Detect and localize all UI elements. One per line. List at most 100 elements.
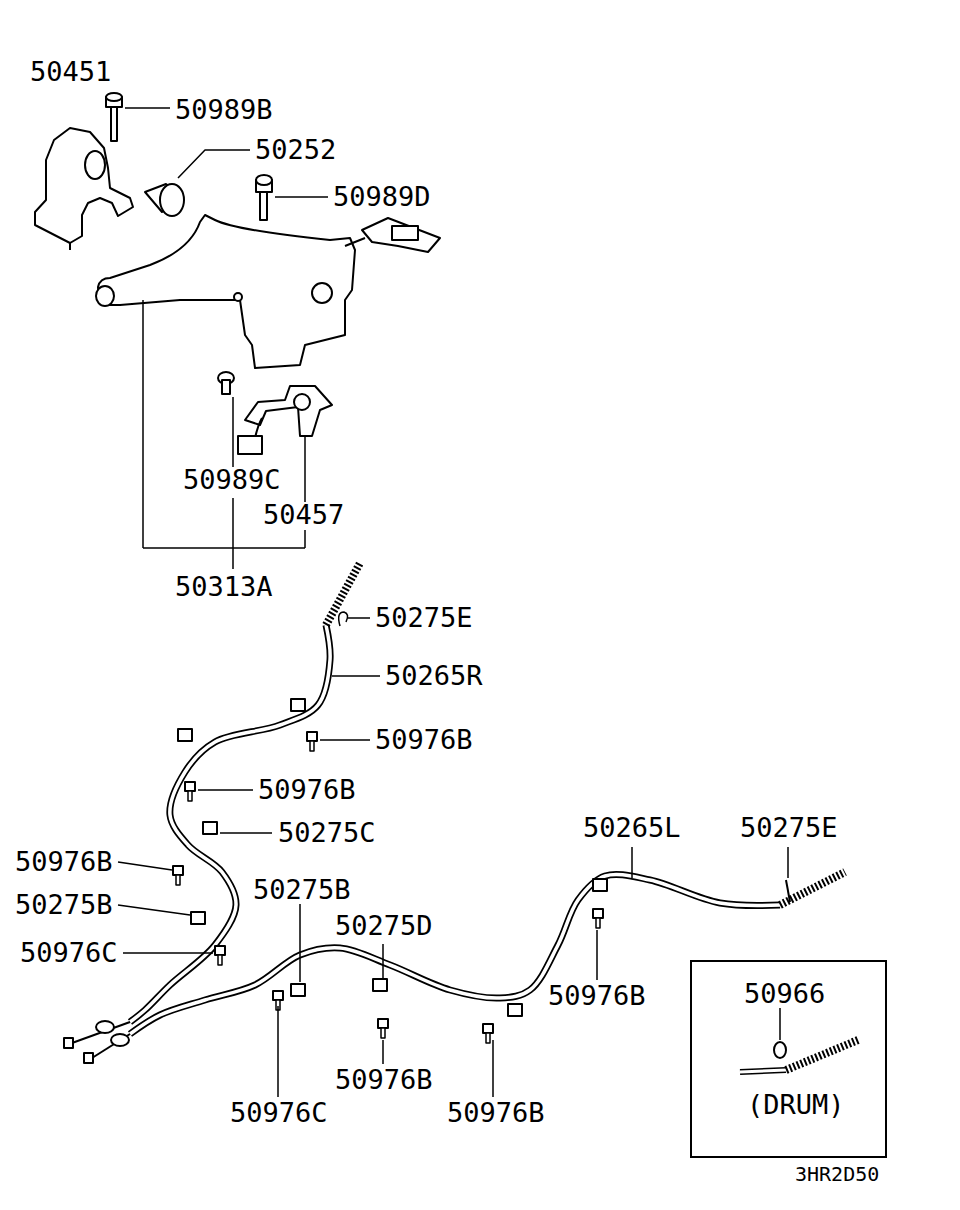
bolt-symbol bbox=[185, 782, 195, 801]
callout-number: 50451 bbox=[30, 58, 111, 85]
callout-number: 50275E bbox=[740, 814, 838, 841]
illustration-part bbox=[111, 107, 117, 141]
illustration-part bbox=[273, 991, 283, 1000]
leader-line bbox=[277, 1006, 279, 1097]
leader-line bbox=[178, 150, 250, 178]
drawing-code: 3HR2D50 bbox=[795, 1164, 879, 1184]
illustration-part bbox=[176, 875, 180, 885]
callout-number: 50976B bbox=[258, 776, 356, 803]
illustration-part bbox=[392, 226, 418, 240]
illustration-part bbox=[64, 108, 845, 1097]
illustration-part bbox=[307, 732, 317, 741]
callout-number: 50252 bbox=[255, 136, 336, 163]
illustration-part bbox=[774, 1042, 786, 1058]
clip-symbol bbox=[339, 612, 348, 626]
illustration-part bbox=[98, 215, 355, 368]
leader-line bbox=[348, 617, 370, 619]
bolt-symbol bbox=[483, 1024, 493, 1043]
callout-number: 50275D bbox=[335, 912, 433, 939]
leader-line bbox=[123, 952, 213, 954]
callout-number: 50976B bbox=[548, 982, 646, 1009]
illustration-part bbox=[222, 380, 230, 394]
leader-line bbox=[492, 1040, 494, 1097]
illustration-part bbox=[260, 192, 267, 220]
illustration-part bbox=[173, 866, 183, 875]
callout-number: 50275B bbox=[15, 891, 113, 918]
clamp-symbol bbox=[191, 912, 205, 924]
illustration-part bbox=[215, 946, 225, 955]
illustration-part bbox=[188, 791, 192, 801]
illustration-part bbox=[378, 1019, 388, 1028]
cable-end-nipple bbox=[84, 1053, 93, 1063]
illustration-part bbox=[345, 238, 365, 246]
leader-line bbox=[220, 832, 272, 834]
leader-line bbox=[198, 789, 253, 791]
leader-line bbox=[118, 905, 190, 915]
callout-number: 50265L bbox=[583, 814, 681, 841]
illustration-part bbox=[486, 1033, 490, 1043]
illustration-part bbox=[218, 955, 222, 965]
illustration-part bbox=[483, 1024, 493, 1033]
leader-line bbox=[320, 739, 370, 741]
leader-line bbox=[382, 1040, 384, 1064]
callout-number: 50976B bbox=[15, 848, 113, 875]
leader-line bbox=[779, 1008, 781, 1040]
callout-number: 50989C bbox=[183, 466, 281, 493]
cable-boot bbox=[96, 1021, 114, 1033]
illustration-part bbox=[786, 1040, 858, 1070]
illustration-part bbox=[362, 218, 440, 252]
illustration-part bbox=[96, 286, 114, 306]
bolt-symbol bbox=[378, 1019, 388, 1038]
cable-end-nipple bbox=[64, 1038, 73, 1048]
illustration-part bbox=[238, 436, 262, 454]
illustration-part bbox=[143, 300, 305, 569]
cable-sheath bbox=[130, 874, 780, 1034]
illustration-part bbox=[312, 283, 332, 303]
callout-number: 50275B bbox=[253, 876, 351, 903]
illustration-part bbox=[232, 498, 234, 569]
bolt-symbol bbox=[173, 866, 183, 885]
cable-spring bbox=[326, 563, 360, 625]
clip-symbol bbox=[786, 880, 790, 902]
callout-number: 50265R bbox=[385, 662, 483, 689]
illustration-part bbox=[160, 184, 184, 216]
illustration-part bbox=[304, 437, 306, 502]
illustration-part bbox=[143, 547, 305, 549]
inset-caption: (DRUM) bbox=[747, 1091, 845, 1118]
leader-line bbox=[787, 847, 789, 878]
cable-end-rod bbox=[92, 1034, 130, 1058]
leader-line bbox=[118, 862, 172, 870]
callout-number: 50275E bbox=[375, 604, 473, 631]
leader-line bbox=[125, 107, 170, 109]
cable-spring bbox=[780, 872, 845, 905]
clamp-symbol bbox=[178, 729, 192, 741]
clamp-symbol bbox=[291, 699, 305, 711]
illustration-part bbox=[304, 530, 306, 548]
illustration-part bbox=[740, 1070, 786, 1072]
illustration-part bbox=[142, 300, 144, 548]
clamp-symbol bbox=[373, 979, 387, 991]
leader-line bbox=[382, 944, 384, 978]
callout-number: 50989D bbox=[333, 183, 431, 210]
callout-number: 50976C bbox=[230, 1099, 328, 1126]
callout-number: 50966 bbox=[744, 980, 825, 1007]
bolt-symbol bbox=[307, 732, 317, 751]
leader-line bbox=[299, 904, 301, 982]
callout-number: 50976B bbox=[335, 1066, 433, 1093]
illustration-part bbox=[310, 741, 314, 751]
illustration-part bbox=[234, 293, 242, 301]
illustration-part bbox=[381, 1028, 385, 1038]
callout-number: 50976B bbox=[375, 726, 473, 753]
illustration-part bbox=[294, 394, 310, 410]
clamp-symbol bbox=[508, 1004, 522, 1016]
callout-number: 50457 bbox=[263, 501, 344, 528]
leader-line bbox=[631, 847, 633, 878]
clamp-symbol bbox=[291, 984, 305, 996]
illustration-part bbox=[69, 243, 71, 250]
leader-line bbox=[275, 196, 328, 198]
inset-box: 50966 (DRUM) bbox=[690, 960, 887, 1158]
bolt-symbol bbox=[593, 909, 603, 928]
cable-boot bbox=[111, 1034, 129, 1046]
